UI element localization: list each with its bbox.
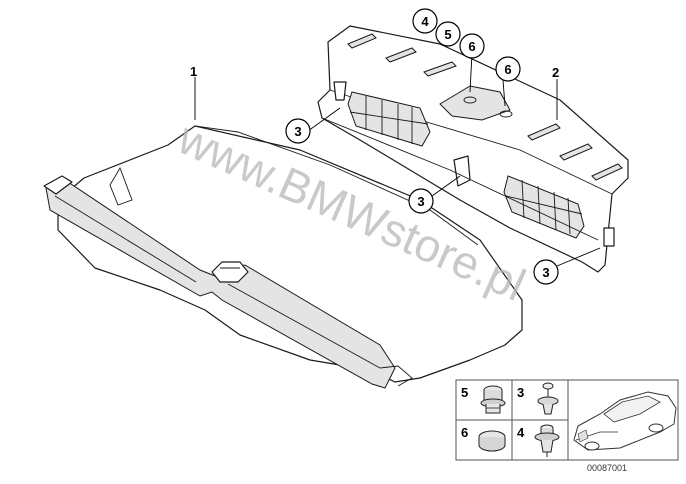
callout-3b: 3 bbox=[417, 194, 424, 209]
callout-4-circle: 4 bbox=[412, 8, 438, 34]
legend-number-6: 6 bbox=[461, 425, 468, 440]
callout-3a-circle: 3 bbox=[285, 118, 311, 144]
leader-lines bbox=[194, 52, 601, 267]
fastener-legend: 5 3 6 4 bbox=[455, 379, 679, 461]
callout-3c-circle: 3 bbox=[533, 259, 559, 285]
part-1-floor-panel bbox=[43, 125, 523, 389]
callout-5: 5 bbox=[444, 27, 451, 42]
round-plug-icon bbox=[480, 385, 506, 414]
part-2-rear-trim-panel bbox=[317, 25, 629, 273]
right-vent-grille bbox=[503, 175, 585, 239]
callout-6a-circle: 6 bbox=[459, 33, 485, 59]
callout-4: 4 bbox=[421, 14, 429, 29]
callout-6b-circle: 6 bbox=[495, 56, 521, 82]
flat-cap-icon bbox=[478, 430, 506, 452]
callout-6a: 6 bbox=[468, 39, 475, 54]
callout-2: 2 bbox=[552, 65, 559, 80]
callout-6b: 6 bbox=[504, 62, 511, 77]
legend-number-4: 4 bbox=[517, 425, 525, 440]
left-vent-grille bbox=[347, 91, 431, 147]
top-ribs bbox=[347, 33, 623, 181]
push-clip-icon bbox=[534, 424, 560, 457]
callout-3c: 3 bbox=[542, 265, 549, 280]
catalog-code: 00087001 bbox=[587, 463, 627, 473]
callout-3a: 3 bbox=[294, 124, 301, 139]
callout-3b-circle: 3 bbox=[408, 188, 434, 214]
car-sedan-icon bbox=[573, 391, 677, 451]
expanding-rivet-icon bbox=[537, 382, 559, 415]
callouts: 1 2 4 5 6 6 3 3 3 bbox=[190, 8, 559, 285]
legend-number-3: 3 bbox=[517, 385, 524, 400]
callout-1: 1 bbox=[190, 64, 197, 79]
callout-5-circle: 5 bbox=[435, 21, 461, 47]
legend-number-5: 5 bbox=[461, 385, 468, 400]
